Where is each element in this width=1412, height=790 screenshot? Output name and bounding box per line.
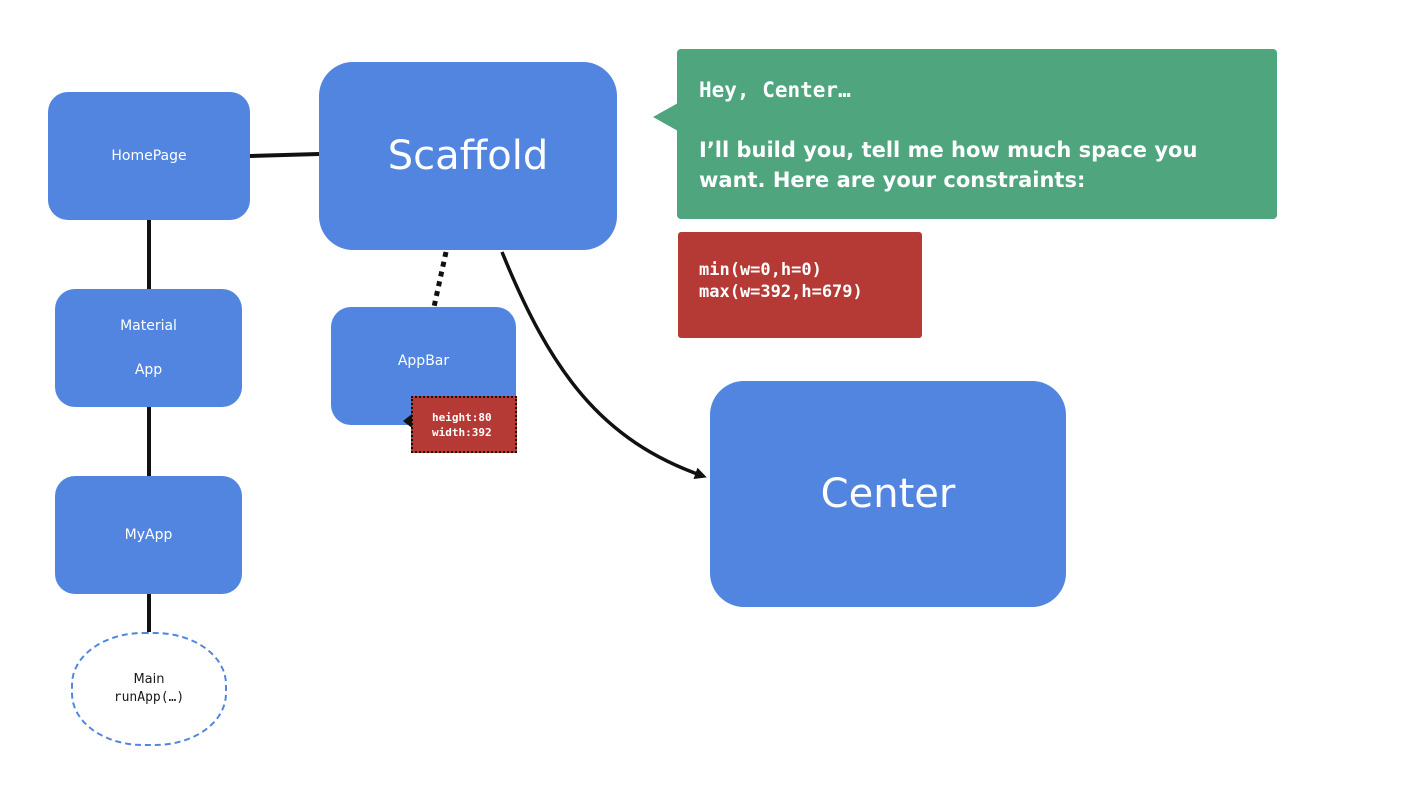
min-constraint-text: min(w=0,h=0) xyxy=(699,260,822,280)
scaffold-label: Scaffold xyxy=(387,133,549,179)
appbar-size-tag-pointer xyxy=(403,414,412,428)
constraints-box: min(w=0,h=0) max(w=392,h=679) xyxy=(678,232,922,338)
appbar-label: AppBar xyxy=(397,353,450,369)
scaffold-node: Scaffold xyxy=(319,62,617,250)
center-label: Center xyxy=(820,471,956,517)
speech-bubble: Hey, Center… I’ll build you, tell me how… xyxy=(653,49,1277,219)
myapp-label: MyApp xyxy=(124,527,173,543)
homepage-scaffold-connector xyxy=(249,152,320,158)
speech-bubble-greeting: Hey, Center… xyxy=(699,78,851,102)
max-constraint-text: max(w=392,h=679) xyxy=(699,282,863,302)
main-node: Main runApp(…) xyxy=(71,632,227,746)
scaffold-appbar-dotted-connector xyxy=(431,251,449,308)
appbar-width-text: width:392 xyxy=(432,426,492,439)
speech-bubble-tail xyxy=(653,103,678,131)
main-label: Main xyxy=(133,672,165,687)
myapp-node: MyApp xyxy=(55,476,242,594)
run-app-label: runApp(…) xyxy=(113,690,185,705)
homepage-label: HomePage xyxy=(111,148,187,164)
material-app-label-line2: App xyxy=(134,362,163,378)
appbar-size-tag: height:80 width:392 xyxy=(403,396,517,453)
center-node: Center xyxy=(710,381,1066,607)
material-app-node: Material App xyxy=(55,289,242,407)
speech-bubble-message: I’ll build you, tell me how much space y… xyxy=(699,138,1198,192)
homepage-node: HomePage xyxy=(48,92,250,220)
material-app-label-line1: Material xyxy=(120,318,177,334)
appbar-height-text: height:80 xyxy=(432,411,492,424)
scaffold-to-center-arrow xyxy=(500,251,707,480)
